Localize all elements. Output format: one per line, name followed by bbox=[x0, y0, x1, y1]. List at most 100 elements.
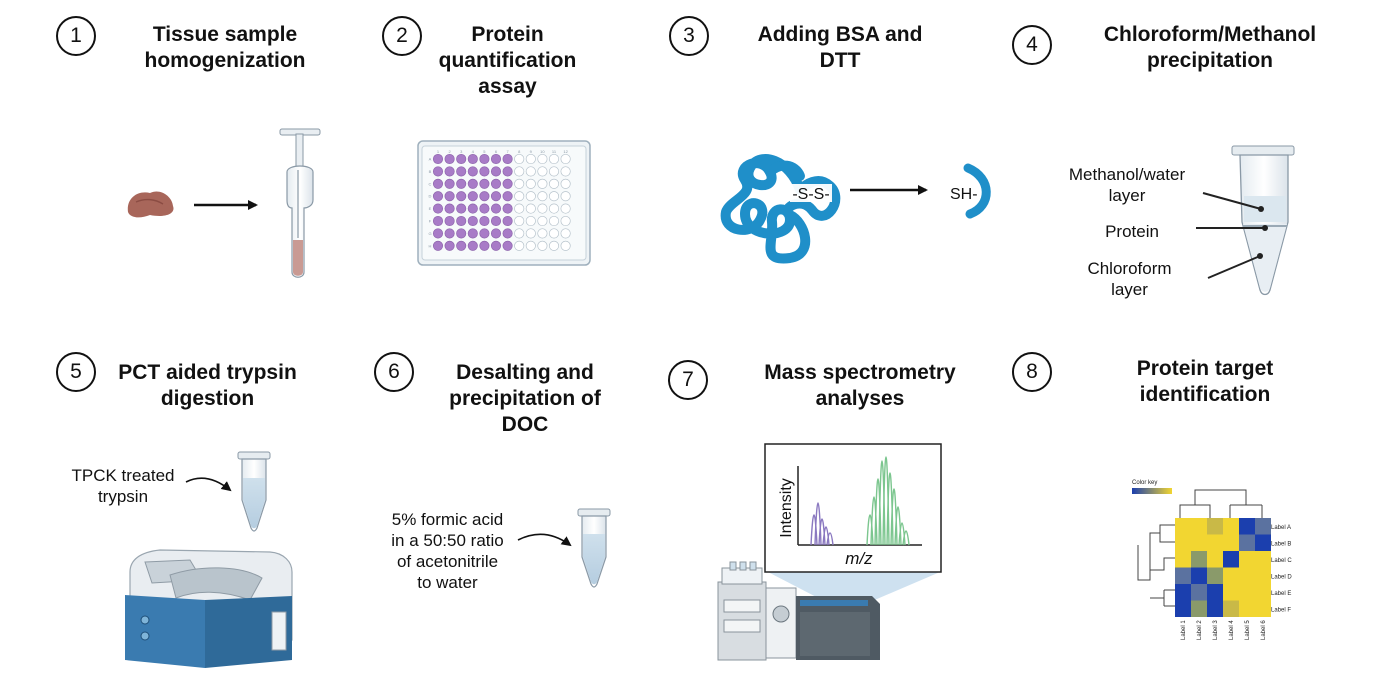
step-1-title-line2: homogenization bbox=[144, 49, 306, 72]
plate-well bbox=[525, 240, 536, 251]
formic-line4: to water bbox=[417, 573, 478, 592]
step-7-title: Mass spectrometry analyses bbox=[745, 360, 975, 412]
plate-well bbox=[560, 215, 571, 227]
plate-well bbox=[444, 178, 455, 189]
heatmap-cell bbox=[1207, 551, 1223, 568]
heatmap-cell bbox=[1239, 518, 1255, 535]
heatmap-row-label: Label B bbox=[1271, 542, 1291, 548]
plate-well bbox=[479, 215, 490, 227]
step-6-title: Desalting and precipitation of DOC bbox=[425, 360, 625, 438]
plate-well bbox=[444, 166, 455, 177]
plate-well bbox=[537, 191, 548, 202]
plate-well bbox=[432, 191, 444, 202]
step-7-number: 7 bbox=[668, 360, 708, 400]
plate-well bbox=[514, 191, 525, 202]
plate-well bbox=[444, 191, 455, 202]
heatmap-cell bbox=[1207, 584, 1223, 601]
plate-well bbox=[444, 215, 455, 227]
plate-well bbox=[537, 228, 548, 239]
plate-col-label: 11 bbox=[552, 149, 557, 154]
plate-well bbox=[525, 203, 536, 214]
step-3-number: 3 bbox=[669, 16, 709, 56]
plate-well bbox=[490, 178, 502, 189]
plate-well bbox=[502, 178, 513, 189]
plate-row-label: E bbox=[429, 206, 432, 211]
step-3-title: Adding BSA and DTT bbox=[735, 22, 945, 74]
plate-well bbox=[502, 215, 513, 227]
step-2-title-line2: quantification bbox=[438, 49, 577, 72]
plate-well bbox=[537, 215, 548, 227]
plate-row-label: G bbox=[428, 231, 431, 236]
heatmap-cell bbox=[1239, 534, 1255, 551]
precipitation-tube-icon bbox=[1231, 145, 1295, 296]
plate-well bbox=[537, 153, 548, 165]
plate-well bbox=[537, 240, 548, 251]
step-2-number: 2 bbox=[382, 16, 422, 56]
plate-well bbox=[514, 166, 525, 177]
step-3-title-line2: DTT bbox=[819, 49, 861, 72]
methanol-line2: layer bbox=[1108, 186, 1146, 205]
plate-well bbox=[548, 153, 560, 165]
step-2-title-line3: assay bbox=[478, 75, 537, 98]
disulfide-label: -S-S- bbox=[792, 186, 829, 203]
tpck-trypsin-label: TPCK treated trypsin bbox=[58, 465, 188, 507]
plate-well bbox=[444, 240, 455, 251]
heatmap-col-label: Label 4 bbox=[1229, 620, 1235, 640]
plate-well bbox=[514, 178, 525, 189]
spectrum-peaks bbox=[810, 456, 910, 546]
step-5-title-line2: digestion bbox=[160, 387, 255, 410]
spectrum-peak bbox=[874, 478, 882, 546]
homogenizer-icon bbox=[279, 128, 321, 278]
spectrum-callout-beam bbox=[768, 572, 940, 602]
plate-well bbox=[490, 153, 502, 165]
heatmap-cells bbox=[1175, 518, 1271, 617]
heatmap-cell bbox=[1223, 551, 1239, 568]
plate-col-label: 1 bbox=[437, 149, 440, 154]
plate-well bbox=[525, 191, 536, 202]
step-5-title: PCT aided trypsin digestion bbox=[100, 360, 315, 412]
plate-well bbox=[467, 228, 478, 239]
step-5-number: 5 bbox=[56, 352, 96, 392]
plate-well bbox=[456, 228, 467, 239]
step-4-title-line1: Chloroform/Methanol bbox=[1103, 23, 1317, 46]
plate-col-label: 3 bbox=[460, 149, 463, 154]
formic-acid-label: 5% formic acid in a 50:50 ratio of aceto… bbox=[375, 509, 520, 593]
plate-well bbox=[479, 228, 490, 239]
plate-well bbox=[479, 153, 490, 165]
heatmap-row-label: Label C bbox=[1271, 558, 1292, 564]
plate-well bbox=[514, 203, 525, 214]
plate-col-label: 12 bbox=[563, 149, 568, 154]
plate-well bbox=[490, 203, 502, 214]
step-1-title-line1: Tissue sample bbox=[152, 23, 298, 46]
plate-well bbox=[560, 203, 571, 214]
plate-well bbox=[456, 191, 467, 202]
heatmap-cell bbox=[1255, 518, 1271, 535]
heatmap-cell bbox=[1191, 518, 1207, 535]
step-5-title-line1: PCT aided trypsin bbox=[118, 361, 297, 384]
plate-well bbox=[456, 215, 467, 227]
step-4-number: 4 bbox=[1012, 25, 1052, 65]
plate-well bbox=[479, 203, 490, 214]
heatmap-row-label: Label D bbox=[1271, 575, 1292, 581]
heatmap-cell bbox=[1223, 567, 1239, 584]
plate-well bbox=[479, 166, 490, 177]
plate-well bbox=[514, 153, 525, 165]
plate-well bbox=[432, 203, 444, 214]
heatmap-cell bbox=[1175, 567, 1191, 584]
plate-row-label: H bbox=[429, 243, 432, 248]
plate-well bbox=[548, 203, 560, 214]
heatmap-cell bbox=[1175, 518, 1191, 535]
plate-well bbox=[432, 166, 444, 177]
step-6-title-line3: DOC bbox=[501, 413, 549, 436]
plate-well bbox=[548, 240, 560, 251]
pointer-chloroform-layer bbox=[1207, 255, 1261, 279]
plate-row-label: C bbox=[429, 181, 432, 186]
heatmap-col-label: Label 3 bbox=[1213, 620, 1219, 640]
plate-well bbox=[432, 178, 444, 189]
chloroform-line2: layer bbox=[1111, 280, 1148, 299]
heatmap-cell bbox=[1255, 584, 1271, 601]
plate-well bbox=[502, 240, 513, 251]
